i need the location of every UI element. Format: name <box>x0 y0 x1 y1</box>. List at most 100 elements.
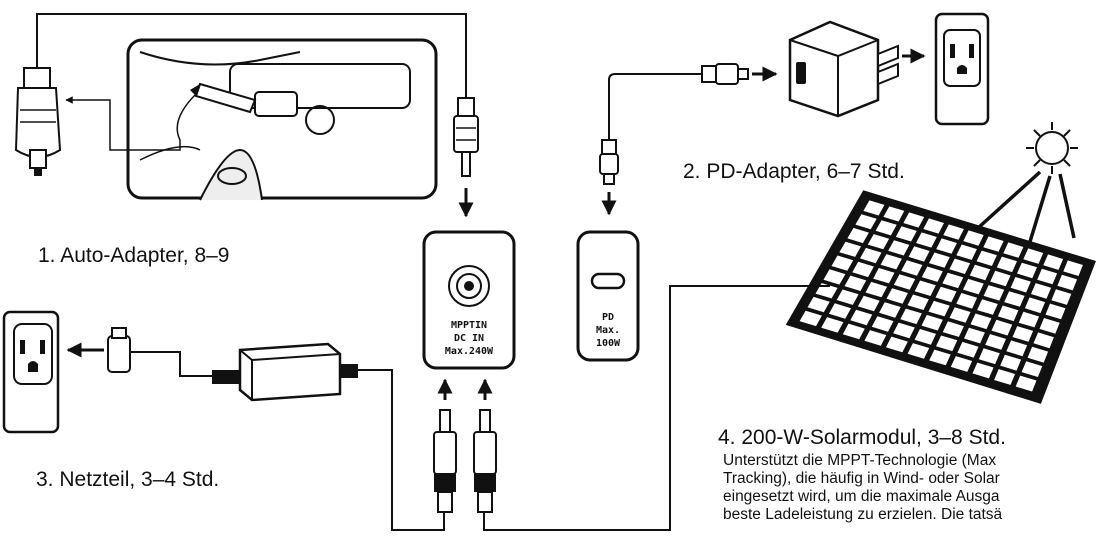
solar-cell <box>950 356 973 372</box>
solar-cell <box>990 270 1011 287</box>
solar-cell <box>907 294 929 310</box>
pd-adapter <box>788 20 899 118</box>
solar-cell <box>895 226 917 242</box>
solar-cell <box>970 313 992 330</box>
solar-cell <box>969 264 991 281</box>
solar-cell <box>914 280 936 296</box>
pd-port-box: PD Max. 100W <box>576 230 640 362</box>
solar-cell <box>916 232 937 248</box>
solar-cell <box>823 269 846 285</box>
solar-cell <box>928 300 950 317</box>
solar-cell <box>942 272 964 289</box>
solar-cell <box>799 310 822 327</box>
car-interior-image <box>126 38 438 201</box>
mppt-label-line2: DC IN <box>454 333 484 344</box>
solar-cell <box>886 336 908 353</box>
label-power-supply: 3. Netzteil, 3–4 Std. <box>36 468 220 491</box>
label-car-adapter: 1. Auto-Adapter, 8–9 <box>38 244 230 267</box>
solar-cell <box>991 319 1013 336</box>
solar-cell <box>1015 375 1037 392</box>
solar-cell <box>901 260 923 276</box>
label-solar-panel: 4. 200-W-Solarmodul, 3–8 Std. <box>718 426 1006 449</box>
ac-plug <box>107 327 131 373</box>
solar-cell <box>864 330 887 346</box>
solar-cell <box>1012 326 1034 342</box>
solar-cell <box>836 289 859 305</box>
solar-cell <box>957 341 979 358</box>
solar-cell <box>996 256 1017 273</box>
solar-description: Unterstützt die MPPT-Technologie (Max Tr… <box>723 452 1115 540</box>
solar-cell <box>879 302 901 318</box>
solar-cell <box>907 343 930 359</box>
solar-cell <box>921 314 943 331</box>
solar-cell <box>1000 354 1022 371</box>
solar-cell <box>865 281 888 298</box>
car-adapter-plug <box>14 67 62 176</box>
solar-cell <box>985 334 1006 350</box>
solar-cell <box>949 307 971 323</box>
solar-cell <box>929 349 951 366</box>
description-line-2: Tracking), die häufig in Wind- oder Sola… <box>723 470 1000 487</box>
solar-cell <box>857 295 880 312</box>
solar-cell <box>847 227 869 244</box>
solar-cell <box>867 234 890 250</box>
solar-cell <box>1031 283 1052 299</box>
solar-panel <box>785 190 1096 404</box>
psu-cable <box>358 369 445 531</box>
solar-cell <box>994 369 1016 385</box>
solar-cell <box>900 308 922 325</box>
solar-cell <box>1043 254 1064 270</box>
dc-plug-bottom-right <box>473 409 497 513</box>
solar-cell <box>1033 332 1054 349</box>
solar-cell <box>860 247 882 264</box>
solar-cell <box>929 252 950 268</box>
pd-cable-plug <box>701 63 749 85</box>
solar-cell <box>903 212 925 228</box>
solar-cell <box>839 241 861 257</box>
solar-cell <box>964 327 985 344</box>
solar-cell <box>977 299 998 315</box>
solar-cell <box>1018 311 1040 328</box>
solar-cell <box>844 275 867 291</box>
description-line-1: Unterstützt die MPPT-Technologie (Max <box>723 452 997 469</box>
pd-label-line1: PD <box>602 312 614 323</box>
solar-cell <box>850 309 873 326</box>
solar-cell <box>936 238 957 254</box>
ac-cable <box>130 351 212 377</box>
solar-cell <box>893 274 916 290</box>
solar-cell <box>1037 268 1058 285</box>
solar-cell <box>943 224 964 240</box>
solar-cell <box>1045 303 1066 320</box>
solar-cell <box>997 305 1019 322</box>
solar-cell <box>1063 260 1083 276</box>
solar-cell <box>873 268 895 284</box>
solar-cell <box>942 321 964 337</box>
solar-cell <box>923 218 944 234</box>
solar-cell <box>1057 274 1078 291</box>
solar-cell <box>871 316 894 332</box>
power-supply-brick <box>212 342 358 402</box>
solar-cell <box>956 293 978 309</box>
solar-cell <box>1017 262 1037 279</box>
solar-cell <box>949 258 971 274</box>
solar-cell <box>821 317 844 333</box>
solar-cell <box>956 244 977 260</box>
pd-cable <box>608 73 702 140</box>
solar-cell <box>852 261 874 278</box>
solar-cell <box>963 278 984 295</box>
solar-cell <box>1023 248 1044 264</box>
solar-cell <box>886 288 908 304</box>
solar-cell <box>983 236 1004 252</box>
solar-cell <box>908 246 930 262</box>
car-cable <box>36 13 467 100</box>
solar-cell <box>976 250 997 266</box>
car-socket-plug <box>190 82 257 114</box>
solar-cell <box>963 230 984 246</box>
dc-plug-bottom-left <box>433 409 457 513</box>
solar-cell <box>921 266 943 282</box>
pd-label-line2: Max. <box>596 325 620 336</box>
solar-cell <box>1024 297 1046 314</box>
solar-cell <box>807 296 830 313</box>
mppt-label-line1: MPPTIN <box>451 320 487 331</box>
